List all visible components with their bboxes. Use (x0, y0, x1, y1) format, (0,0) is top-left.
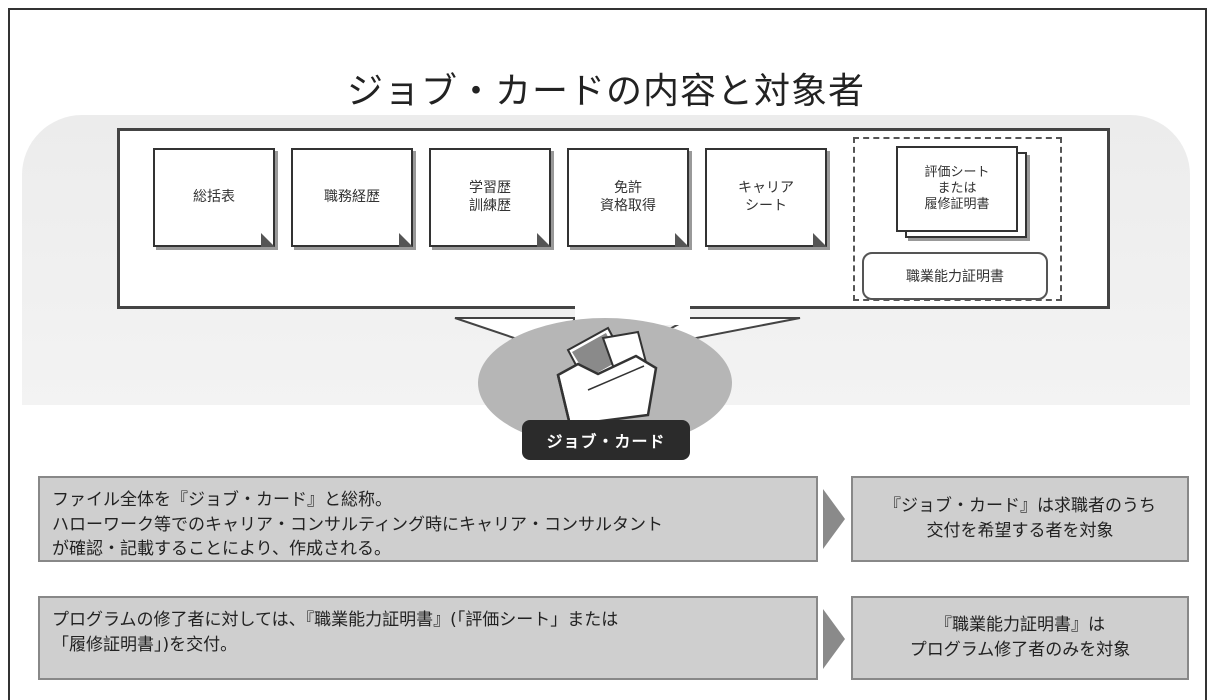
folder-icon (556, 326, 658, 427)
page-title: ジョブ・カードの内容と対象者 (346, 71, 865, 112)
info-row-1-target: 『ジョブ・カード』は求職者のうち 交付を希望する者を対象 (851, 476, 1189, 562)
arrow-right-icon (823, 609, 845, 669)
info-row-1-description: ファイル全体を『ジョブ・カード』と総称。 ハローワーク等でのキャリア・コンサルテ… (38, 476, 818, 562)
certificate-group-dashed-box (853, 137, 1062, 301)
info-row-2-description: プログラムの修了者に対しては、『職業能力証明書』(「評価シート」または 「履修証… (38, 596, 818, 680)
document-education-history: 学習歴 訓練歴 (429, 148, 551, 247)
document-licenses: 免許 資格取得 (567, 148, 689, 247)
info-row-2-target: 『職業能力証明書』は プログラム修了者のみを対象 (851, 596, 1189, 680)
document-summary: 総括表 (153, 148, 275, 247)
evaluation-doc: 評価シート または 履修証明書 (896, 146, 1018, 232)
document-career-sheet: キャリア シート (705, 148, 827, 247)
certificate-label: 職業能力証明書 (862, 252, 1048, 300)
arrow-right-icon (823, 489, 845, 549)
document-work-history: 職務経歴 (291, 148, 413, 247)
jobcard-label: ジョブ・カード (522, 420, 690, 460)
